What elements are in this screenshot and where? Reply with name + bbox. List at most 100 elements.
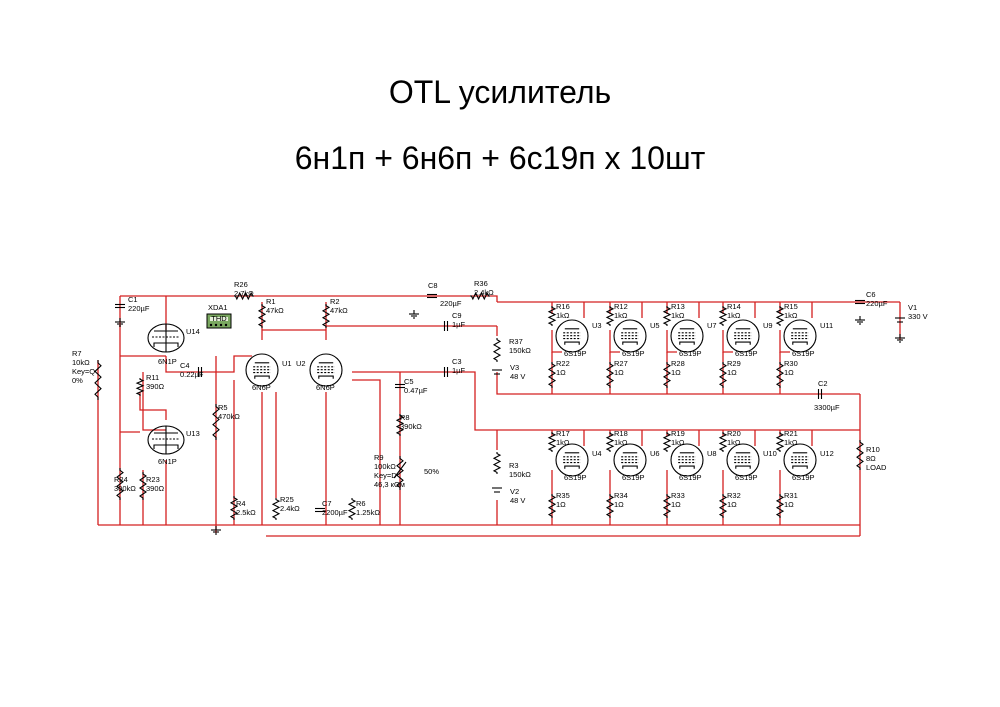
label-up-rg-3-1: 1kΩ [727,311,741,320]
page-title: OTL усилитель [388,74,612,110]
label-r23-1: 390Ω [146,484,165,493]
lo-rk-0-resistor [547,494,557,518]
lo-tube-2-cathode [679,465,695,469]
up-tube-4-envelope [783,319,817,353]
label-lo-type-3-0: 6S19P [735,473,758,482]
label-r25-1: 2.4kΩ [280,504,300,513]
r23-resistor [139,472,147,500]
label-lo-rk-0-0: R35 [556,491,570,500]
label-lo-ref-0-0: U4 [592,449,602,458]
label-lo-rk-0-1: 1Ω [556,500,566,509]
components [94,291,905,535]
label-lo-rg-3-1: 1kΩ [727,438,741,447]
label-xda1-screen: THD [211,314,227,323]
label-up-ref-3-0: U9 [763,321,773,330]
r37-resistor [492,338,502,362]
label-u14-type-0: 6N1P [158,357,177,366]
label-c4-1: 0.22µF [180,370,204,379]
r9-wiper-arrow [393,461,407,479]
label-up-rg-4-0: R15 [784,302,798,311]
lo-rg-2-resistor [662,432,672,452]
wire-lower-grid [446,371,860,431]
label-r24-1: 300kΩ [114,484,136,493]
lo-rg-4-resistor [775,432,785,452]
label-c3-0: C3 [452,357,462,366]
u1-envelope [245,353,279,387]
r10-resistor [856,440,864,470]
label-r9-0: R9 [374,453,384,462]
up-tube-2-cathode [679,341,695,345]
r24-resistor [116,468,124,500]
label-up-type-2-0: 6S19P [679,349,702,358]
label-up-rk-4-1: 1Ω [784,368,794,377]
up-tube-4-cathode [792,341,808,345]
r26-resistor [234,291,254,301]
label-u1-ref-0: U1 [282,359,292,368]
up-tube-0-envelope [555,319,589,353]
page-subtitle: 6н1п + 6н6п + 6с19п х 10шт [294,140,706,176]
label-r8-1: 390kΩ [400,422,422,431]
lo-rk-2-resistor [662,494,672,518]
label-lo-rg-4-0: R21 [784,429,798,438]
xda1-screen [210,317,228,321]
r5-resistor [212,404,220,440]
label-v3-1: 48 V [510,372,525,381]
wires [97,295,901,537]
label-r1-1: 47kΩ [266,306,284,315]
wire-u14-out [165,356,210,373]
label-up-rk-3-0: R29 [727,359,741,368]
lo-rk-4-resistor [775,494,785,518]
label-r6-1: 1.25kΩ [356,508,380,517]
lo-tube-4-envelope [783,443,817,477]
xda1-terminal-3 [224,323,228,327]
up-rg-2-resistor [662,306,672,326]
up-rk-2-resistor [662,362,672,388]
r4-resistor [229,496,239,520]
u2-cathode [318,375,334,379]
label-r4-0: R4 [236,499,246,508]
xda1-terminal-1 [214,323,218,327]
label-r3-1: 150kΩ [509,470,531,479]
r1-resistor [257,304,267,328]
up-rk-0-resistor [547,362,557,388]
r8-resistor [395,414,405,436]
label-lo-rg-4-1: 1kΩ [784,438,798,447]
label-v2-0: V2 [510,487,519,496]
label-u1-type-0: 6N6P [252,383,271,392]
label-up-ref-1-0: U5 [650,321,660,330]
label-r9-2: Key=D [374,471,397,480]
label-c2-0: C2 [818,379,828,388]
label-lo-rk-1-1: 1Ω [614,500,624,509]
lo-tube-4-cathode [792,465,808,469]
r3-resistor [492,452,502,474]
label-lo-ref-1-0: U6 [650,449,660,458]
label-up-rk-0-1: 1Ω [556,368,566,377]
xda1-terminal-0 [209,323,213,327]
label-r26-1: 2.7kΩ [234,289,254,298]
label-r10-0: R10 [866,445,880,454]
label-lo-rg-2-0: R19 [671,429,685,438]
up-rg-4-resistor [775,306,785,326]
label-c7-0: C7 [322,499,332,508]
label-r5-1: 470kΩ [218,412,240,421]
label-up-rg-1-0: R12 [614,302,628,311]
r11-resistor [135,378,145,396]
up-tube-1-envelope [613,319,647,353]
label-lo-ref-2-0: U8 [707,449,717,458]
label-r23-0: R23 [146,475,160,484]
up-rg-1-resistor [605,306,615,326]
label-r25-0: R25 [280,495,294,504]
up-tube-2-envelope [670,319,704,353]
label-r11-1: 390Ω [146,382,165,391]
label-lo-rk-4-1: 1Ω [784,500,794,509]
lo-rg-0-resistor [547,432,557,452]
label-lo-rk-2-0: R33 [671,491,685,500]
label-c6-1: 220µF [866,299,888,308]
label-lo-type-1-0: 6S19P [622,473,645,482]
u2-envelope [309,353,343,387]
label-lo-ref-3-0: U10 [763,449,777,458]
label-lo-rk-4-0: R31 [784,491,798,500]
up-rk-3-resistor [718,362,728,388]
label-r26-0: R26 [234,280,248,289]
